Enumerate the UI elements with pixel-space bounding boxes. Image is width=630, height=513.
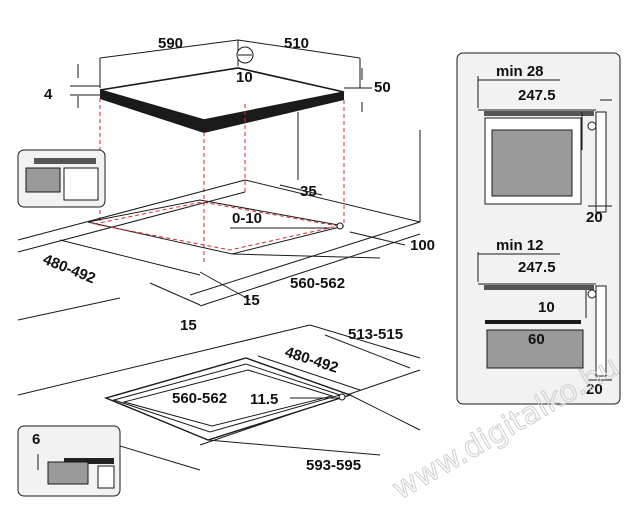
dim-hob-depth: 510 — [284, 35, 309, 52]
dim-thickness-right: 50 — [374, 79, 391, 96]
dim-gap: 11.5 — [250, 391, 278, 408]
step-install-icon: 6 — [17, 425, 121, 497]
countertop-upper: 35 0-10 100 480-492 560-562 15 15 — [17, 130, 435, 334]
label-min-bottom: min 12 — [496, 237, 544, 254]
flush-install-icon — [17, 149, 106, 208]
dim-center-mark: 10 — [236, 69, 253, 86]
dim-side-gap-bottom: 20 — [586, 381, 603, 398]
dim-front-offset-left: 15 — [180, 317, 197, 334]
dim-front-offset-right: 15 — [243, 292, 260, 309]
dim-cutout-width-bottom: 560-562 — [172, 390, 227, 407]
dim-height-bottom: 10 — [538, 299, 555, 316]
dim-drawer-gap: 60 — [528, 331, 545, 348]
dim-side-gap-top: 20 — [586, 209, 603, 226]
dim-hob-width: 590 — [158, 35, 183, 52]
countertop-lower: 513-515 480-492 560-562 11.5 593-595 — [17, 324, 421, 474]
dim-edge-gap: 0-10 — [232, 210, 262, 227]
dim-cutout-width-top: 560-562 — [290, 275, 345, 292]
dim-cutout-depth-bottom: 480-492 — [283, 344, 341, 377]
hob-drawing: 590 510 10 4 50 — [44, 35, 391, 133]
dim-step: 6 — [32, 431, 40, 448]
label-min-top: min 28 — [496, 63, 544, 80]
dim-recess-width-outer: 593-595 — [306, 457, 361, 474]
dim-recess-depth-outer: 513-515 — [348, 326, 403, 343]
dim-depth-bottom: 247.5 — [518, 259, 556, 276]
dim-edge-offset: 35 — [300, 183, 317, 200]
dim-thickness-left: 4 — [44, 86, 53, 103]
dim-depth-top: 247.5 — [518, 87, 556, 104]
clearance-panel: min 28 247.5 20 min 12 247.5 10 60 20 — [456, 52, 621, 405]
dim-back-distance: 100 — [410, 237, 435, 254]
dim-cutout-depth-top: 480-492 — [41, 251, 98, 287]
